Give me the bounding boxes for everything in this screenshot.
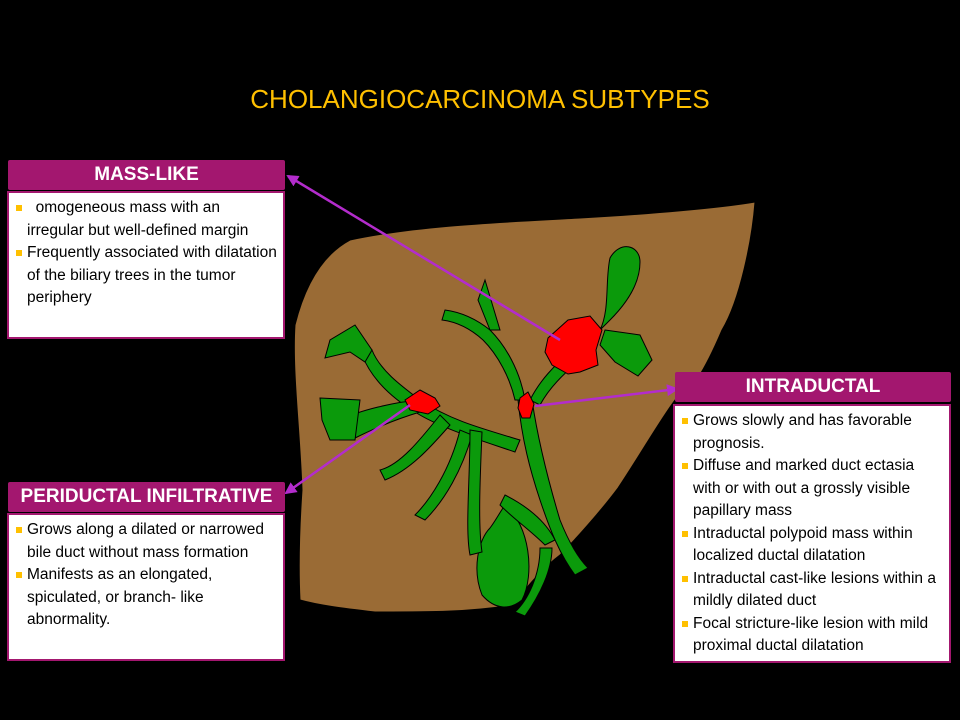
intraductal-item: Grows slowly and has favorable prognosis… (681, 410, 943, 455)
intraductal-item: Focal stricture-like lesion with mild pr… (681, 613, 943, 658)
mass-like-arrow (286, 174, 561, 342)
intraductal-header: INTRADUCTAL (675, 372, 951, 402)
mass-like-item: omogeneous mass with an irregular but we… (15, 197, 277, 242)
mass-tumor (544, 315, 603, 375)
periductal-tumor (404, 389, 441, 415)
periductal-box: Grows along a dilated or narrowed bile d… (7, 513, 285, 661)
intraductal-item: Diffuse and marked duct ectasia with or … (681, 455, 943, 523)
intraductal-item: Intraductal polypoid mass within localiz… (681, 523, 943, 568)
mass-like-header: MASS-LIKE (8, 160, 285, 190)
gallbladder (476, 504, 530, 608)
mass-like-box: omogeneous mass with an irregular but we… (7, 191, 285, 339)
periductal-item: Grows along a dilated or narrowed bile d… (15, 519, 277, 564)
intraductal-tumor (517, 391, 535, 419)
tumors (404, 315, 603, 419)
intraductal-arrow (534, 384, 679, 408)
periductal-header: PERIDUCTAL INFILTRATIVE (8, 482, 285, 512)
mass-like-item: Frequently associated with dilatation of… (15, 242, 277, 310)
intraductal-item: Intraductal cast-like lesions within a m… (681, 568, 943, 613)
page-title: CHOLANGIOCARCINOMA SUBTYPES (250, 84, 710, 114)
intraductal-box: Grows slowly and has favorable prognosis… (673, 404, 951, 663)
periductal-item: Manifests as an elongated, spiculated, o… (15, 564, 277, 632)
bile-ducts (319, 246, 653, 617)
periductal-arrow (284, 403, 411, 495)
pointer-arrows (284, 174, 679, 495)
